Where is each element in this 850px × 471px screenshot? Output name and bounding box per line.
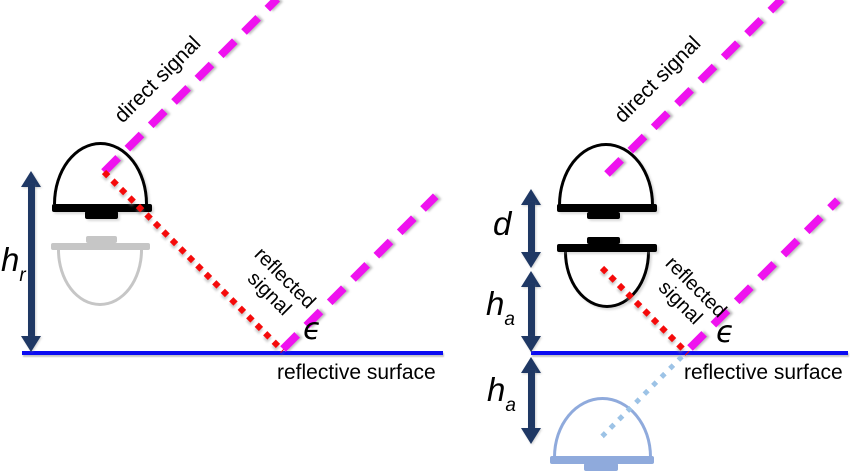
image-depth-arrowhead-down-icon: [521, 428, 541, 444]
antenna-height-subscript: a: [504, 308, 515, 330]
left-ghost-antenna-base: [51, 243, 150, 250]
right-upper-antenna-mount: [587, 212, 620, 219]
left-antenna-base: [52, 204, 152, 212]
image-depth-subscript: a: [505, 394, 516, 416]
antenna-separation-arrow-shaft: [528, 202, 535, 255]
left-ghost-antenna-mount: [86, 236, 117, 243]
left-receiver-height-arrowhead-down-icon: [21, 336, 41, 352]
right-reflective-surface-label: reflective surface: [684, 361, 843, 384]
antenna-separation-arrowhead-down-icon: [521, 252, 541, 268]
left-elevation-angle-symbol: ϵ: [303, 312, 322, 347]
left-antenna-dome-icon: [53, 142, 148, 204]
right-lower-antenna-mount: [587, 237, 620, 244]
antenna-height-arrow-shaft: [528, 284, 535, 338]
left-antenna-mount: [85, 211, 118, 219]
right-reflective-surface-line: [531, 351, 848, 355]
antenna-height-arrowhead-up-icon: [521, 271, 541, 287]
left-receiver-height-arrow-shaft: [28, 184, 35, 340]
left-reflective-surface-label: reflective surface: [277, 361, 436, 384]
antenna-height-arrowhead-down-icon: [521, 336, 541, 352]
image-depth-label: ha: [487, 373, 516, 420]
left-receiver-height-arrowhead-up-icon: [21, 171, 41, 187]
antenna-height-label: ha: [486, 287, 515, 334]
image-depth-arrowhead-up-icon: [521, 357, 541, 373]
image-depth-symbol: h: [487, 371, 506, 408]
right-upper-antenna-dome-icon: [558, 143, 654, 205]
left-ghost-antenna-dome-icon: [57, 250, 143, 306]
image-antenna-dome-icon: [553, 397, 652, 457]
antenna-separation-symbol: d: [493, 205, 512, 242]
left-receiver-height-label: hr: [1, 243, 26, 290]
left-receiver-height-subscript: r: [19, 264, 26, 286]
right-elevation-angle-symbol: ϵ: [716, 315, 735, 350]
left-receiver-height-symbol: h: [1, 241, 20, 278]
image-antenna-base: [550, 456, 654, 464]
antenna-separation-arrowhead-up-icon: [521, 189, 541, 205]
right-lower-antenna-base: [557, 244, 657, 252]
image-antenna-mount: [584, 463, 618, 471]
antenna-separation-label: d: [493, 207, 511, 240]
left-direct-signal-line: [101, 0, 281, 175]
antenna-height-symbol: h: [486, 285, 505, 322]
left-direct-signal-label: direct signal: [109, 31, 206, 128]
image-depth-arrow-shaft: [528, 370, 535, 431]
left-reflective-surface-line: [22, 351, 443, 355]
right-upper-antenna-base: [557, 204, 657, 212]
